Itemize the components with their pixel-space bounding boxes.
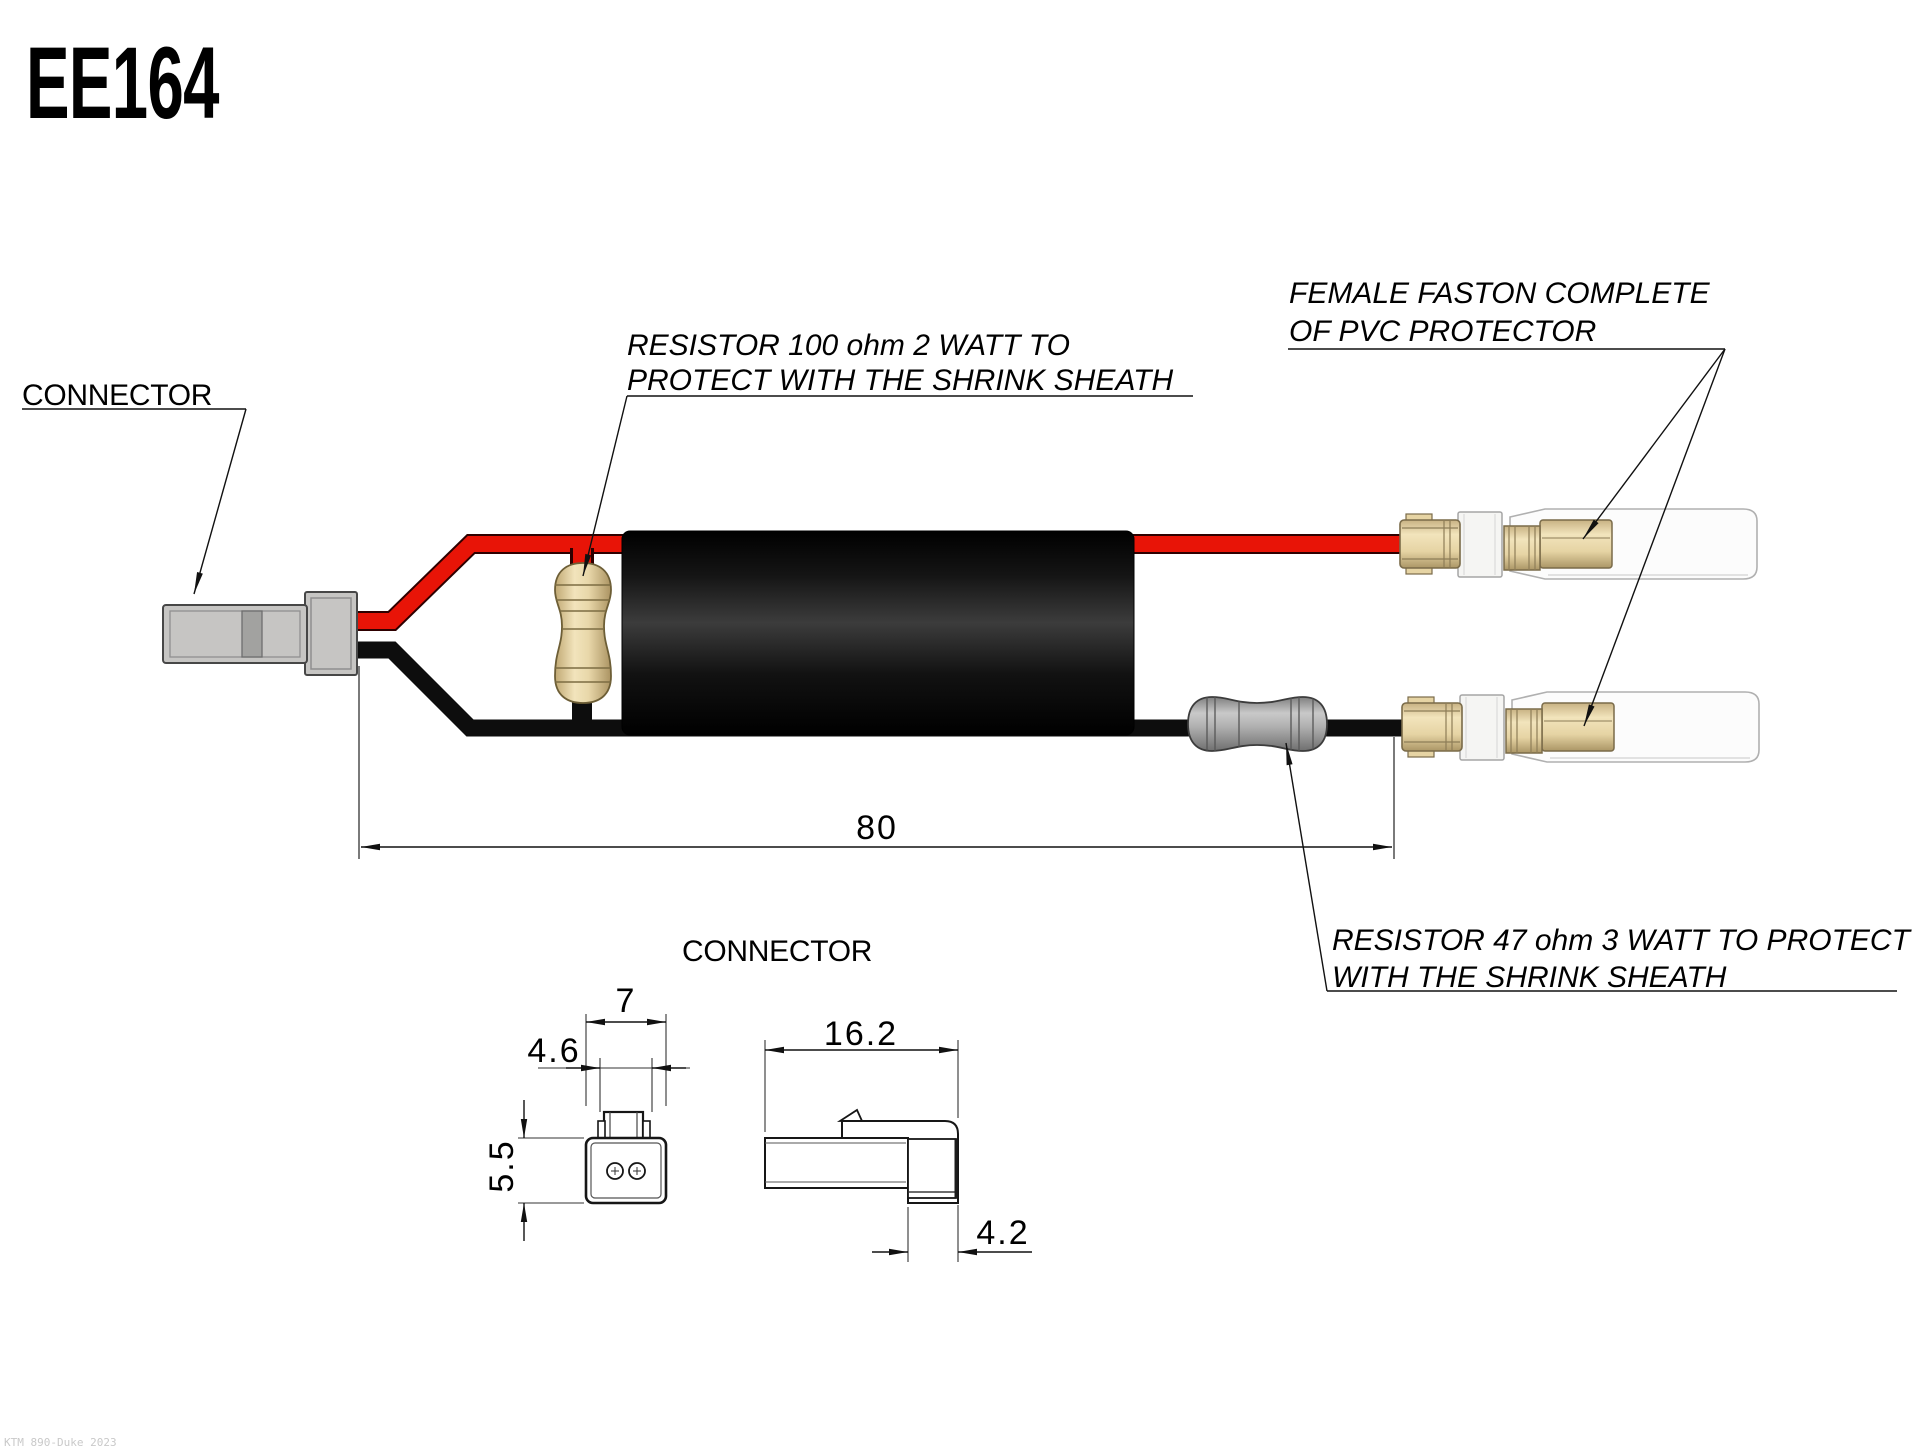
faston-barrel1-bottom bbox=[1401, 702, 1463, 752]
dim-80 bbox=[358, 666, 1395, 859]
faston-top bbox=[1399, 508, 1758, 580]
dim-42-text: 4.2 bbox=[976, 1214, 1030, 1252]
faston-neck-ridges-bottom bbox=[1510, 709, 1538, 753]
shrink-sheath bbox=[621, 530, 1135, 736]
resistor-47ohm bbox=[1187, 696, 1328, 752]
page-title: EE164 bbox=[26, 26, 219, 140]
faston-neck-top bbox=[1503, 525, 1541, 571]
dim-55-text: 5.5 bbox=[483, 1139, 521, 1193]
watermark: KTM 890-Duke 2023 bbox=[4, 1436, 117, 1449]
connector-body bbox=[162, 604, 308, 664]
label-resistor-100-line2: PROTECT WITH THE SHRINK SHEATH bbox=[627, 364, 1174, 397]
faston-barrel2-top bbox=[1539, 519, 1613, 569]
label-faston-line1: FEMALE FASTON COMPLETE bbox=[1289, 277, 1710, 310]
sv-block bbox=[907, 1138, 957, 1199]
label-connector-detail: CONNECTOR bbox=[682, 935, 873, 968]
label-resistor-47-line2: WITH THE SHRINK SHEATH bbox=[1332, 960, 1727, 994]
label-faston-line2: OF PVC PROTECTOR bbox=[1289, 315, 1597, 348]
label-resistor-47-line1: RESISTOR 47 ohm 3 WATT TO PROTECT bbox=[1332, 924, 1910, 957]
fv-pin-crosses bbox=[611, 1167, 641, 1175]
fv-body-inner bbox=[590, 1142, 662, 1199]
faston-barrel1-top bbox=[1399, 519, 1461, 569]
faston-barrel2-bottom bbox=[1541, 702, 1615, 752]
connector-latch bbox=[241, 610, 263, 658]
connector-front-view bbox=[584, 1110, 668, 1205]
connector-flange bbox=[304, 591, 358, 676]
faston-bottom bbox=[1401, 691, 1760, 763]
leader-lines bbox=[22, 348, 1897, 992]
label-faston: FEMALE FASTON COMPLETE OF PVC PROTECTOR bbox=[1289, 275, 1710, 351]
leader-faston-top bbox=[1582, 348, 1726, 540]
sv-body-fill bbox=[766, 1139, 907, 1187]
dim-7-text: 7 bbox=[615, 982, 637, 1020]
dim-46-text: 4.6 bbox=[527, 1032, 581, 1070]
leader-connector-left bbox=[193, 408, 247, 595]
sv-body bbox=[764, 1137, 908, 1189]
left-connector bbox=[162, 591, 358, 676]
fv-ear-l bbox=[597, 1120, 606, 1139]
faston-neck-ridges-top bbox=[1508, 526, 1536, 570]
connector-body-inner bbox=[169, 610, 301, 658]
sv-hook bbox=[836, 1108, 864, 1122]
faston-neck-bottom bbox=[1505, 708, 1543, 754]
fv-ear-r bbox=[642, 1120, 651, 1139]
resistor-100ohm-bands bbox=[555, 584, 611, 683]
label-connector-left: CONNECTOR bbox=[22, 379, 213, 412]
connector-side-view bbox=[764, 1108, 959, 1204]
leader-resistor-black bbox=[1285, 742, 1328, 992]
fv-body bbox=[584, 1136, 668, 1205]
leader-resistor-red bbox=[582, 395, 628, 577]
dim-80-text: 80 bbox=[856, 809, 898, 847]
small-dims bbox=[518, 1014, 1032, 1262]
dim-162-text: 16.2 bbox=[823, 1015, 899, 1053]
leader-faston-bottom bbox=[1583, 348, 1726, 727]
resistor-47ohm-body bbox=[1187, 696, 1328, 752]
label-resistor-100-line1: RESISTOR 100 ohm 2 WATT TO bbox=[627, 329, 1070, 362]
resistor-100ohm bbox=[554, 562, 612, 704]
connector-flange-inner bbox=[310, 597, 352, 670]
